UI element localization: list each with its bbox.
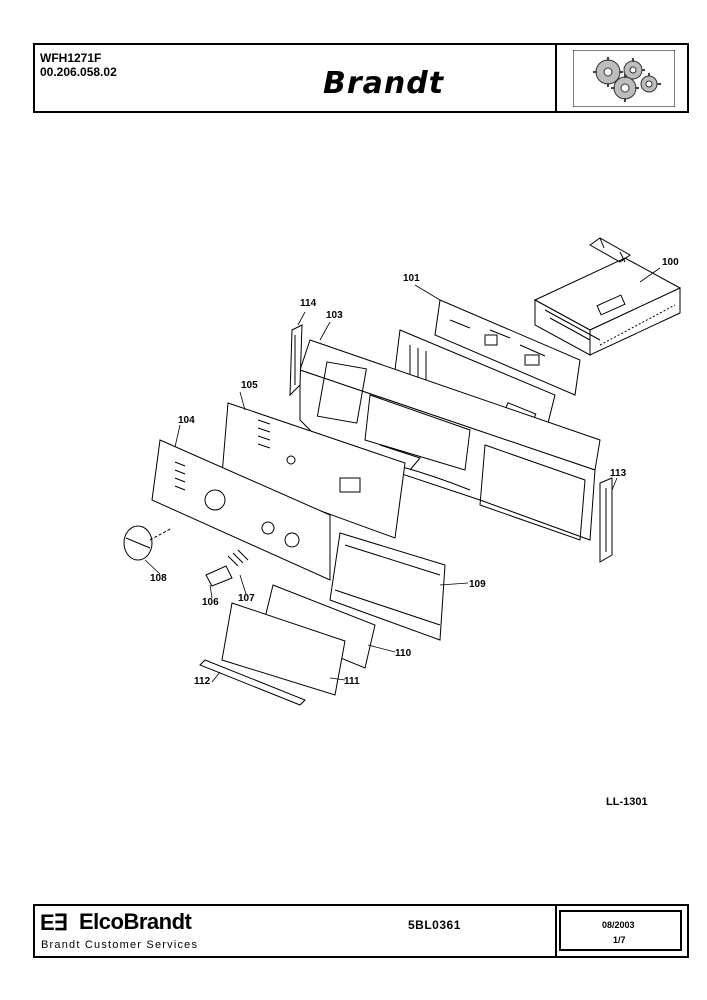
callout-106: 106 [202, 597, 219, 608]
part-103-frame [299, 339, 601, 541]
brand-logo: Brandt [323, 66, 445, 101]
part-104-front-panel [151, 439, 331, 581]
elcobrandt-logo-icon: E∃ [40, 910, 68, 935]
document-reference: 5BL0361 [408, 918, 461, 932]
part-114-end-cap [289, 324, 303, 397]
model-number: WFH1271F [40, 51, 102, 65]
callout-107: 107 [238, 593, 255, 604]
header-frame [33, 43, 689, 113]
footer-frame [33, 904, 689, 958]
callout-109: 109 [469, 579, 486, 590]
date-page-box [559, 910, 682, 951]
callout-114: 114 [300, 298, 317, 309]
callout-113: 113 [610, 468, 627, 479]
callout-108: 108 [150, 573, 167, 584]
part-number: 00.206.058.02 [40, 65, 117, 79]
callout-103: 103 [326, 310, 343, 321]
header-divider [555, 45, 557, 111]
company-name: ElcoBrandt [79, 909, 192, 934]
part-108-knob [123, 525, 173, 561]
part-100-module [533, 237, 682, 356]
callout-111: 111 [344, 676, 360, 687]
part-109-drawer [329, 532, 446, 641]
callout-100: 100 [662, 257, 679, 268]
callout-112: 112 [194, 676, 211, 687]
gears-logo [572, 49, 676, 108]
part-105-fascia [221, 402, 406, 539]
part-111-door [221, 602, 346, 696]
callout-110: 110 [395, 648, 412, 659]
company-subtitle: Brandt Customer Services [41, 939, 199, 951]
issue-date: 08/2003 [602, 920, 635, 930]
part-106-107-buttons [205, 549, 249, 587]
callout-101: 101 [403, 273, 420, 284]
footer-divider [555, 906, 557, 956]
callout-105: 105 [241, 380, 258, 391]
page-number: 1/7 [613, 935, 626, 945]
part-113-end-cap [599, 477, 613, 563]
part-112-trim [199, 659, 306, 706]
part-110-lens [262, 584, 376, 669]
callout-104: 104 [178, 415, 195, 426]
diagram-code: LL-1301 [606, 796, 648, 808]
gears-icon [572, 49, 676, 108]
